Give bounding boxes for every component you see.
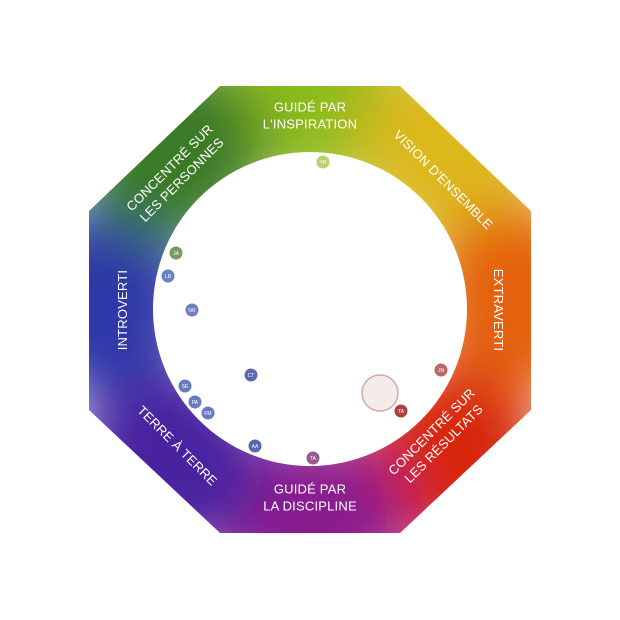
person-marker[interactable]: TA bbox=[393, 403, 409, 419]
person-marker[interactable]: JN bbox=[433, 362, 449, 378]
person-marker-dot bbox=[433, 362, 449, 378]
person-marker[interactable]: YR bbox=[315, 154, 331, 170]
person-marker[interactable]: JA bbox=[168, 245, 184, 261]
segment-label-line: GUIDÉ PAR bbox=[274, 100, 346, 115]
person-marker[interactable]: CT bbox=[243, 367, 259, 383]
segment-label-top: GUIDÉ PAR L'INSPIRATION bbox=[263, 100, 357, 132]
person-marker-dot bbox=[184, 302, 200, 318]
segment-label-line: INTROVERTI bbox=[115, 270, 130, 351]
person-marker[interactable]: PA bbox=[187, 394, 203, 410]
color-blob bbox=[89, 205, 195, 395]
person-marker-initials: CT bbox=[248, 373, 255, 379]
person-marker-dot bbox=[315, 154, 331, 170]
person-marker[interactable]: LB bbox=[160, 268, 176, 284]
person-marker-initials: JA bbox=[173, 251, 180, 257]
person-marker-initials: PA bbox=[192, 400, 199, 406]
segment-label-line: EXTRAVERTI bbox=[491, 269, 506, 351]
person-marker-dot bbox=[187, 394, 203, 410]
segment-label-left: INTROVERTI bbox=[115, 270, 130, 351]
person-marker-initials: TA bbox=[310, 456, 317, 462]
person-marker[interactable]: NR bbox=[184, 302, 200, 318]
person-marker-initials: SE bbox=[182, 384, 189, 390]
person-marker-dot bbox=[305, 450, 321, 466]
color-blob bbox=[425, 205, 531, 395]
person-marker-initials: AA bbox=[252, 444, 259, 450]
person-marker[interactable]: AA bbox=[247, 438, 263, 454]
segment-label-line: L'INSPIRATION bbox=[263, 117, 357, 132]
person-marker-dot bbox=[168, 245, 184, 261]
segment-label-line: LA DISCIPLINE bbox=[263, 499, 357, 514]
person-marker-initials: FM bbox=[204, 411, 211, 417]
person-marker-dot bbox=[243, 367, 259, 383]
person-marker[interactable]: TA bbox=[305, 450, 321, 466]
center-circle bbox=[153, 152, 467, 466]
segment-label-right: EXTRAVERTI bbox=[491, 269, 506, 351]
person-marker-dot bbox=[247, 438, 263, 454]
person-marker-dot bbox=[160, 268, 176, 284]
highlight-circle bbox=[361, 374, 399, 412]
segment-label-bottom: GUIDÉ PAR LA DISCIPLINE bbox=[263, 482, 357, 514]
person-marker-initials: NR bbox=[188, 308, 196, 314]
person-marker-initials: TA bbox=[398, 409, 405, 415]
segment-label-line: GUIDÉ PAR bbox=[274, 482, 346, 497]
person-marker-dot bbox=[393, 403, 409, 419]
person-marker-initials: YR bbox=[320, 160, 327, 166]
person-marker-dot bbox=[177, 378, 193, 394]
person-marker-initials: LB bbox=[165, 274, 172, 280]
person-marker[interactable]: FM bbox=[200, 405, 216, 421]
person-marker-dot bbox=[200, 405, 216, 421]
person-marker[interactable]: SE bbox=[177, 378, 193, 394]
person-marker-initials: JN bbox=[438, 368, 445, 374]
